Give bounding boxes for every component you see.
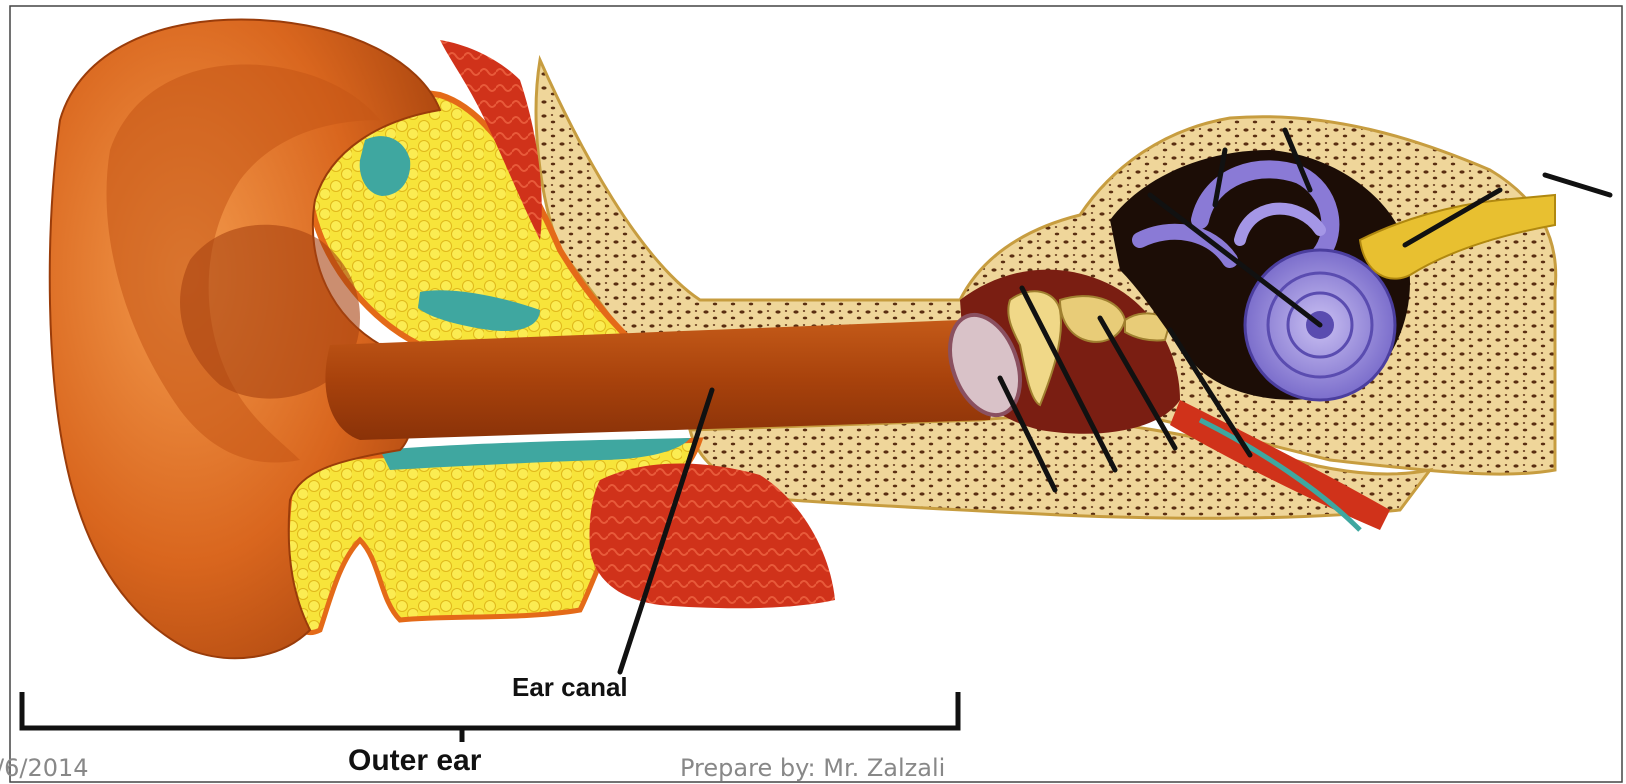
leader-line-nerve-2 [1545, 175, 1610, 195]
outer-ear-bracket [22, 692, 958, 728]
footer-date: /6/2014 [0, 754, 89, 782]
footer-author: Prepare by: Mr. Zalzali [680, 754, 945, 782]
outer-ear-label: Outer ear [348, 744, 481, 778]
ear-canal-label: Ear canal [512, 672, 628, 703]
